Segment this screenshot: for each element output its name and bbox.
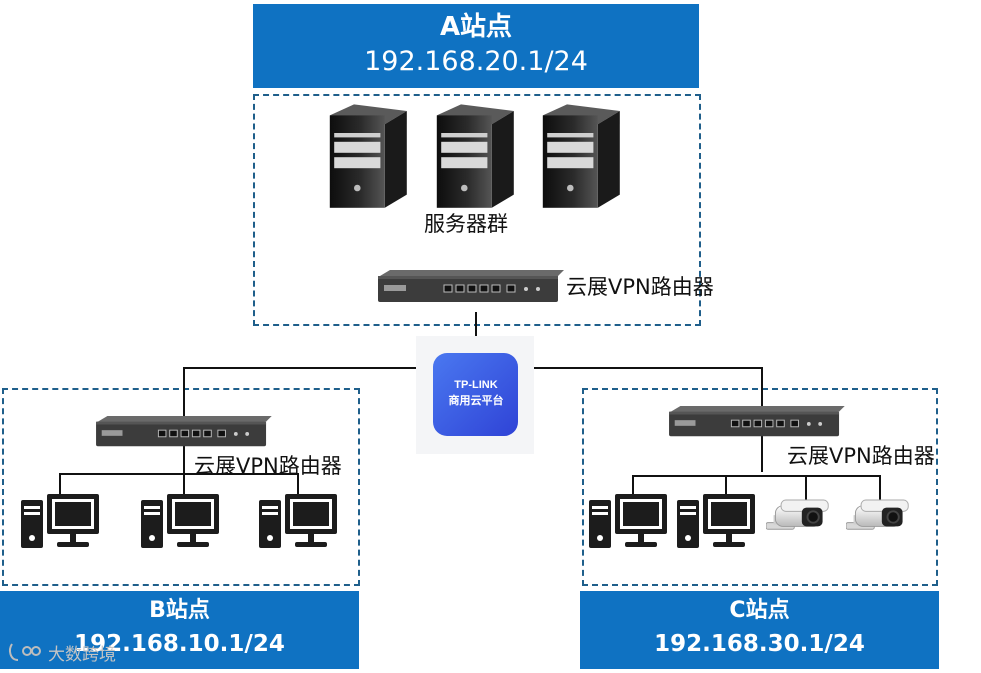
camera-icon xyxy=(846,499,910,531)
connection-lines xyxy=(59,312,881,500)
watermark-text: 大数跨境 xyxy=(48,645,116,665)
pc-icon xyxy=(141,494,219,548)
router-a-label: 云展VPN路由器 xyxy=(566,275,714,299)
camera-icon xyxy=(766,499,830,531)
server-icon xyxy=(542,104,620,208)
site-b-name: B站点 xyxy=(149,598,210,623)
watermark-logo-icon xyxy=(9,643,41,661)
site-b-header: B站点 192.168.10.1/24 xyxy=(0,591,359,669)
cloud-platform-text: 商用云平台 xyxy=(449,393,504,407)
pc-icon xyxy=(21,494,99,548)
pc-icon xyxy=(677,494,755,548)
router-c-label: 云展VPN路由器 xyxy=(787,444,935,468)
router-a-icon xyxy=(377,270,564,303)
server-icon xyxy=(329,104,407,208)
pc-icon xyxy=(589,494,667,548)
server-icon xyxy=(436,104,514,208)
site-c-header: C站点 192.168.30.1/24 xyxy=(580,591,939,669)
router-b-label: 云展VPN路由器 xyxy=(194,454,342,478)
cloud-platform xyxy=(416,336,534,454)
site-a-name: A站点 xyxy=(439,12,513,42)
site-b-zone xyxy=(2,388,360,586)
site-c-subnet: 192.168.30.1/24 xyxy=(654,631,865,657)
router-b-icon xyxy=(95,416,273,447)
site-a-subnet: 192.168.20.1/24 xyxy=(364,46,588,77)
router-c-icon xyxy=(668,406,846,437)
pc-icon xyxy=(259,494,337,548)
site-c-zone xyxy=(582,388,938,586)
server-group-label: 服务器群 xyxy=(424,212,508,236)
site-a-header: A站点 192.168.20.1/24 xyxy=(253,4,699,88)
site-b-subnet: 192.168.10.1/24 xyxy=(74,631,285,657)
site-c-name: C站点 xyxy=(729,598,790,623)
cloud-brand-text: TP-LINK xyxy=(454,379,497,391)
